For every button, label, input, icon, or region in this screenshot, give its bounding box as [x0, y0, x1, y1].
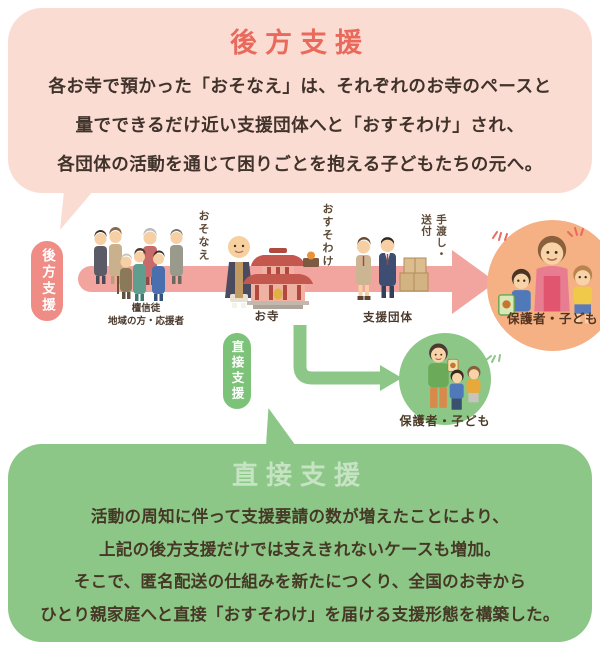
temple-illustration: [243, 248, 313, 309]
family-top-illustration: [498, 235, 593, 324]
offering-box-icon: [303, 251, 319, 267]
cardboard-boxes-icon: [399, 257, 429, 292]
person-blue-man-icon: [152, 250, 165, 301]
donors-crowd-illustration: [94, 227, 183, 301]
direct-support-text-line2: 上記の後方支援だけでは支えきれないケースも増加。: [99, 539, 501, 559]
support-org-label: 支援団体: [363, 310, 413, 324]
rear-support-pill: 後方支援: [29, 239, 65, 323]
rear-support-title: 後方支援: [230, 28, 370, 59]
monk-illustration: [225, 236, 253, 308]
direct-support-arrow: [293, 325, 402, 391]
recipients-circle-top: 保護者・子ども: [487, 220, 600, 351]
support-org-illustration: [356, 237, 429, 300]
person-elderly-cane-icon: [117, 253, 132, 299]
direct-support-text-line4: ひとり親家庭へと直接「おすそわけ」を届ける支援形態を構築した。: [40, 604, 560, 624]
person-teal-woman-icon: [133, 248, 146, 301]
org-man-icon: [379, 237, 396, 298]
recipients-top-label: 保護者・子ども: [506, 311, 598, 326]
osonae-caption: おそなえ: [197, 210, 210, 262]
temple-label: お寺: [254, 309, 280, 323]
org-woman-icon: [356, 237, 371, 300]
direct-support-pill: 直接支援: [221, 331, 253, 411]
direct-support-bubble: 直接支援 活動の周知に伴って支援要請の数が増えたことにより、 上記の後方支援だけ…: [8, 444, 592, 642]
direct-support-bubble-tail: [266, 408, 296, 446]
direct-support-text-line1: 活動の周知に伴って支援要請の数が増えたことにより、: [90, 507, 510, 526]
recipients-bottom-label: 保護者・子ども: [399, 414, 491, 428]
direct-support-text-line3: そこで、匿名配送の仕組みを新たにつくり、全国のお寺から: [73, 572, 527, 591]
direct-support-title: 直接支援: [231, 461, 368, 491]
rear-support-text-line2: 量でできるだけ近い支援団体へと「おすそわけ」され、: [75, 116, 525, 136]
person-gray-man-icon: [170, 229, 183, 284]
rear-support-bubble-tail: [60, 190, 94, 230]
person-beige-woman-icon: [109, 227, 122, 284]
recipients-circle-bottom: [399, 333, 491, 425]
donors-label: 檀信徒 地域の方・応援者: [107, 303, 184, 327]
rear-support-text-line1: 各お寺で預かった「おそなえ」は、それぞれのお寺のペースと: [48, 77, 552, 97]
delivery-caption: 手渡し・送付: [420, 214, 447, 260]
osusowake-caption: おすそわけ: [321, 203, 334, 268]
rear-support-bubble: 後方支援 各お寺で預かった「おそなえ」は、それぞれのお寺のペースと 量でできるだ…: [8, 8, 592, 193]
family-bottom-illustration: [428, 343, 481, 410]
rear-support-text-line3: 各団体の活動を通じて困りごとを抱える子どもたちの元へ。: [57, 155, 543, 175]
person-suit-man-icon: [94, 230, 107, 284]
